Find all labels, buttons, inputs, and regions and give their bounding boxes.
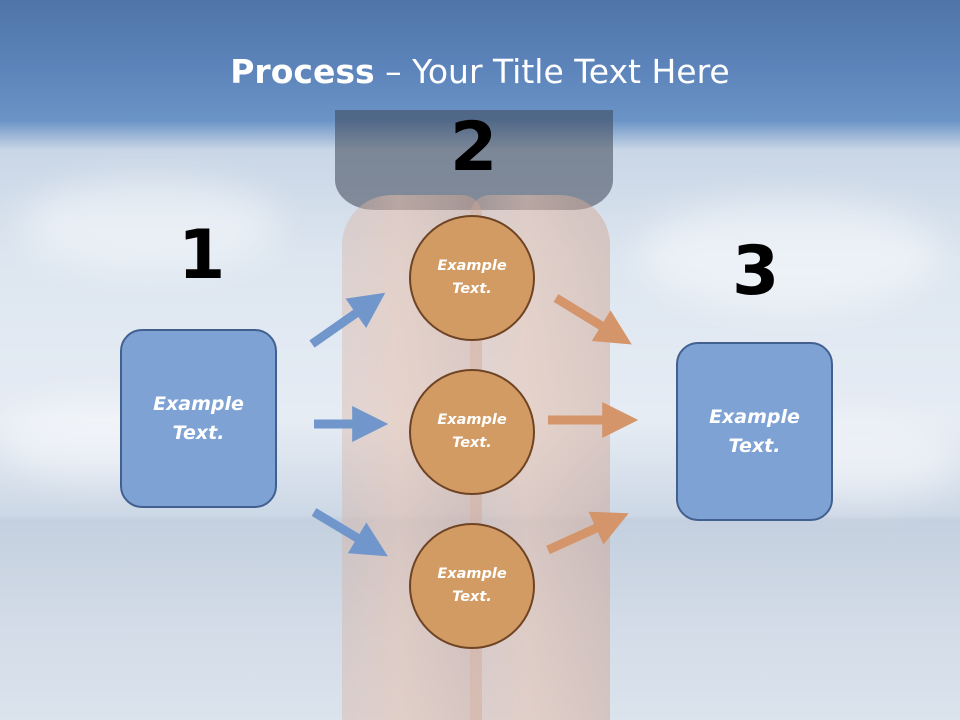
arrow-from-circle-1 (553, 294, 632, 345)
arrow-to-circle-3 (311, 508, 388, 557)
background-figure-shorts (335, 110, 613, 210)
process-circle-1: Example Text. (409, 215, 535, 341)
step-number-1: 1 (178, 216, 226, 295)
left-process-box: Example Text. (120, 329, 277, 508)
process-circle-2: Example Text. (409, 369, 535, 495)
right-process-box: Example Text. (676, 342, 833, 521)
arrow-from-circle-3 (546, 511, 629, 555)
background-cloud (20, 180, 280, 270)
arrow-to-circle-1 (309, 292, 386, 348)
title-rest: – Your Title Text Here (374, 52, 730, 91)
title-bold: Process (230, 52, 375, 91)
slide-title: Process – Your Title Text Here (0, 52, 960, 91)
step-number-3: 3 (732, 232, 780, 311)
step-number-2: 2 (450, 108, 498, 187)
process-circle-3: Example Text. (409, 523, 535, 649)
background-cloud (640, 200, 940, 310)
